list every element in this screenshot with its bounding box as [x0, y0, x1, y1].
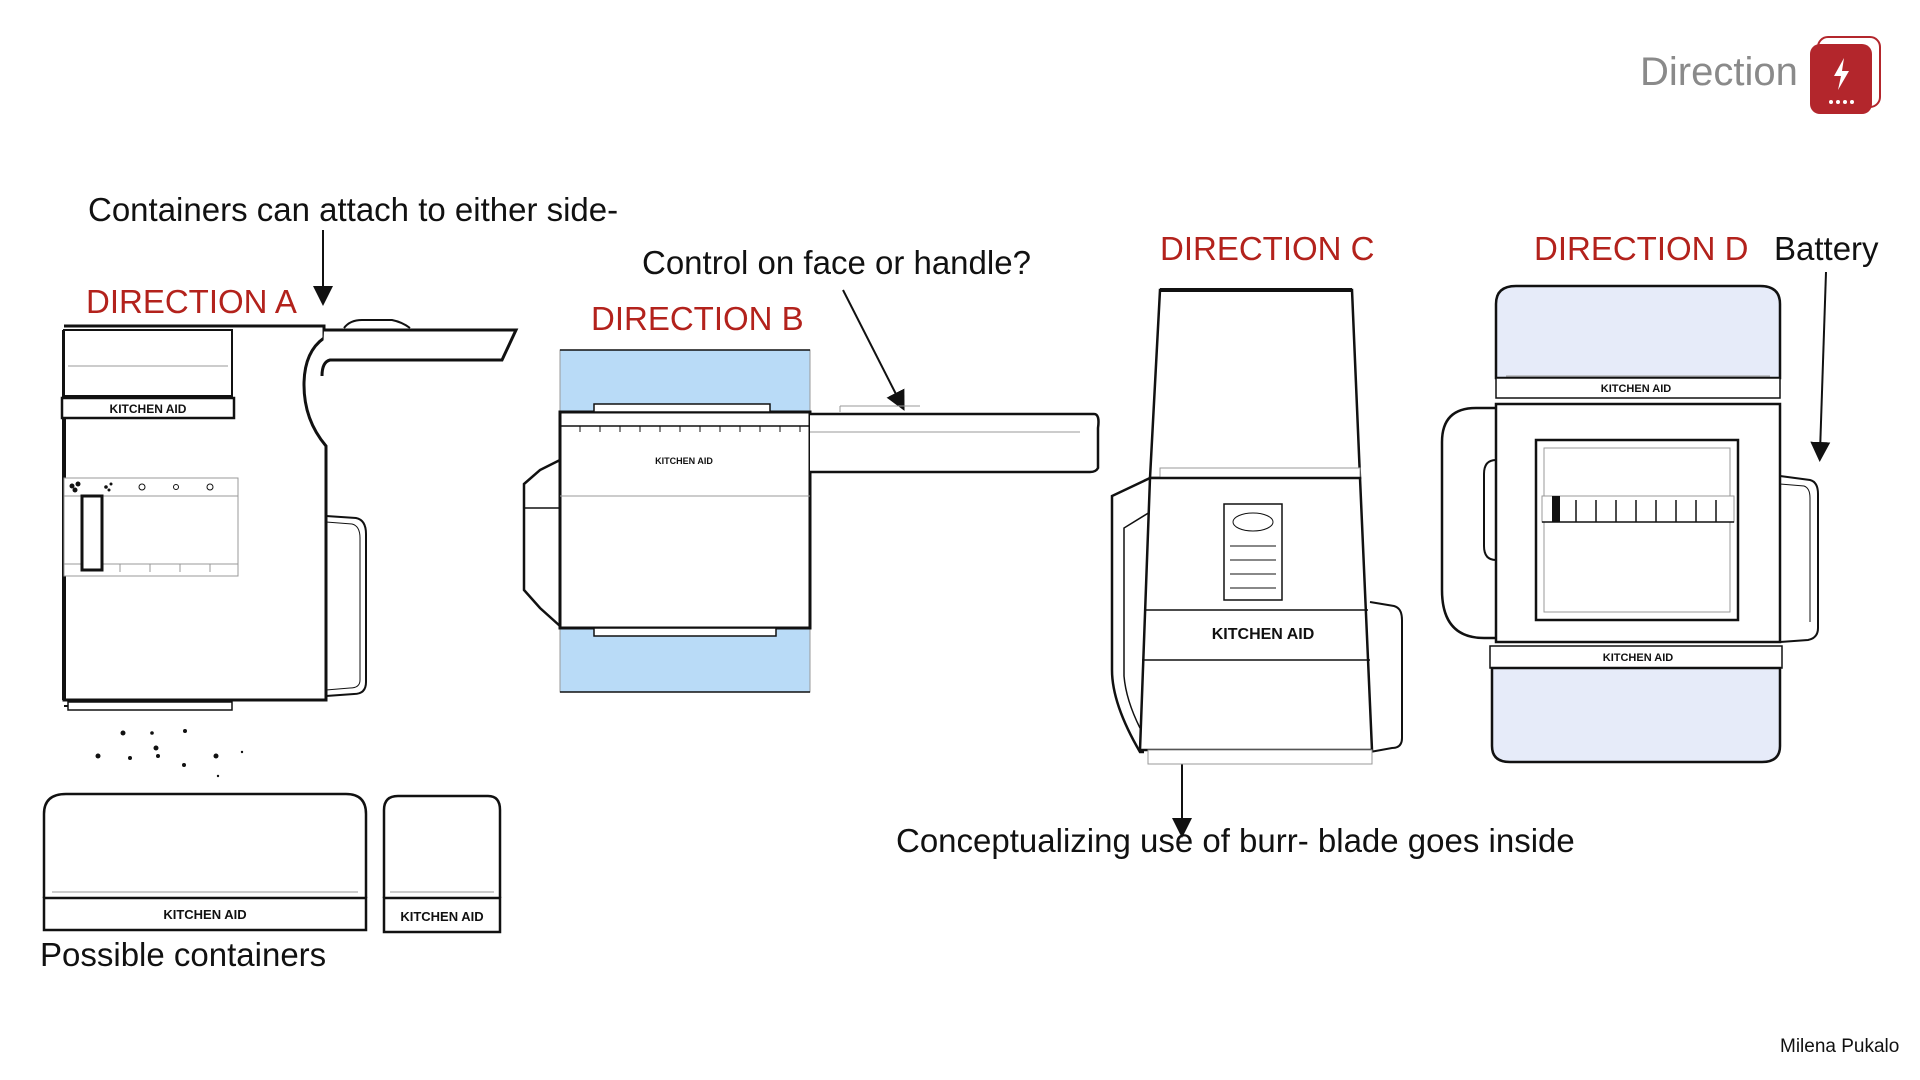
annotation-burr-blade: Conceptualizing use of burr- blade goes … — [896, 822, 1575, 859]
direction-a-title: DIRECTION A — [86, 283, 297, 320]
direction-c-title: DIRECTION C — [1160, 230, 1375, 267]
bolt-icon — [1810, 36, 1881, 114]
direction-b-sketch: KITCHEN AID — [522, 349, 1100, 693]
arrow-battery — [1810, 271, 1831, 462]
author-credit: Milena Pukalo — [1780, 1036, 1900, 1057]
direction-d-sketch: KITCHEN AID KITCHEN AID — [1440, 284, 1819, 764]
a-body-label: KITCHEN AID — [110, 402, 187, 416]
brand-title: Direction — [1640, 50, 1798, 94]
d-bottom-label: KITCHEN AID — [1603, 652, 1674, 664]
b-body-label: KITCHEN AID — [655, 456, 713, 466]
brand-logo — [1810, 36, 1882, 114]
annotation-containers-attach: Containers can attach to either side- — [88, 191, 619, 228]
arrow-control-face — [842, 289, 905, 411]
annotation-control-face: Control on face or handle? — [642, 244, 1031, 281]
direction-a-sketch: KITCHEN AID KITCHEN AID — [42, 319, 519, 934]
direction-d-title: DIRECTION D — [1534, 230, 1749, 267]
annotation-possible-containers: Possible containers — [40, 936, 327, 973]
c-body-label: KITCHEN AID — [1212, 626, 1315, 643]
a-container-small-label: KITCHEN AID — [400, 909, 483, 924]
direction-b-title: DIRECTION B — [591, 300, 804, 337]
d-top-label: KITCHEN AID — [1601, 383, 1672, 395]
annotation-battery: Battery — [1774, 230, 1879, 267]
a-container-large-label: KITCHEN AID — [163, 907, 246, 922]
direction-c-sketch: KITCHEN AID — [1110, 288, 1403, 765]
